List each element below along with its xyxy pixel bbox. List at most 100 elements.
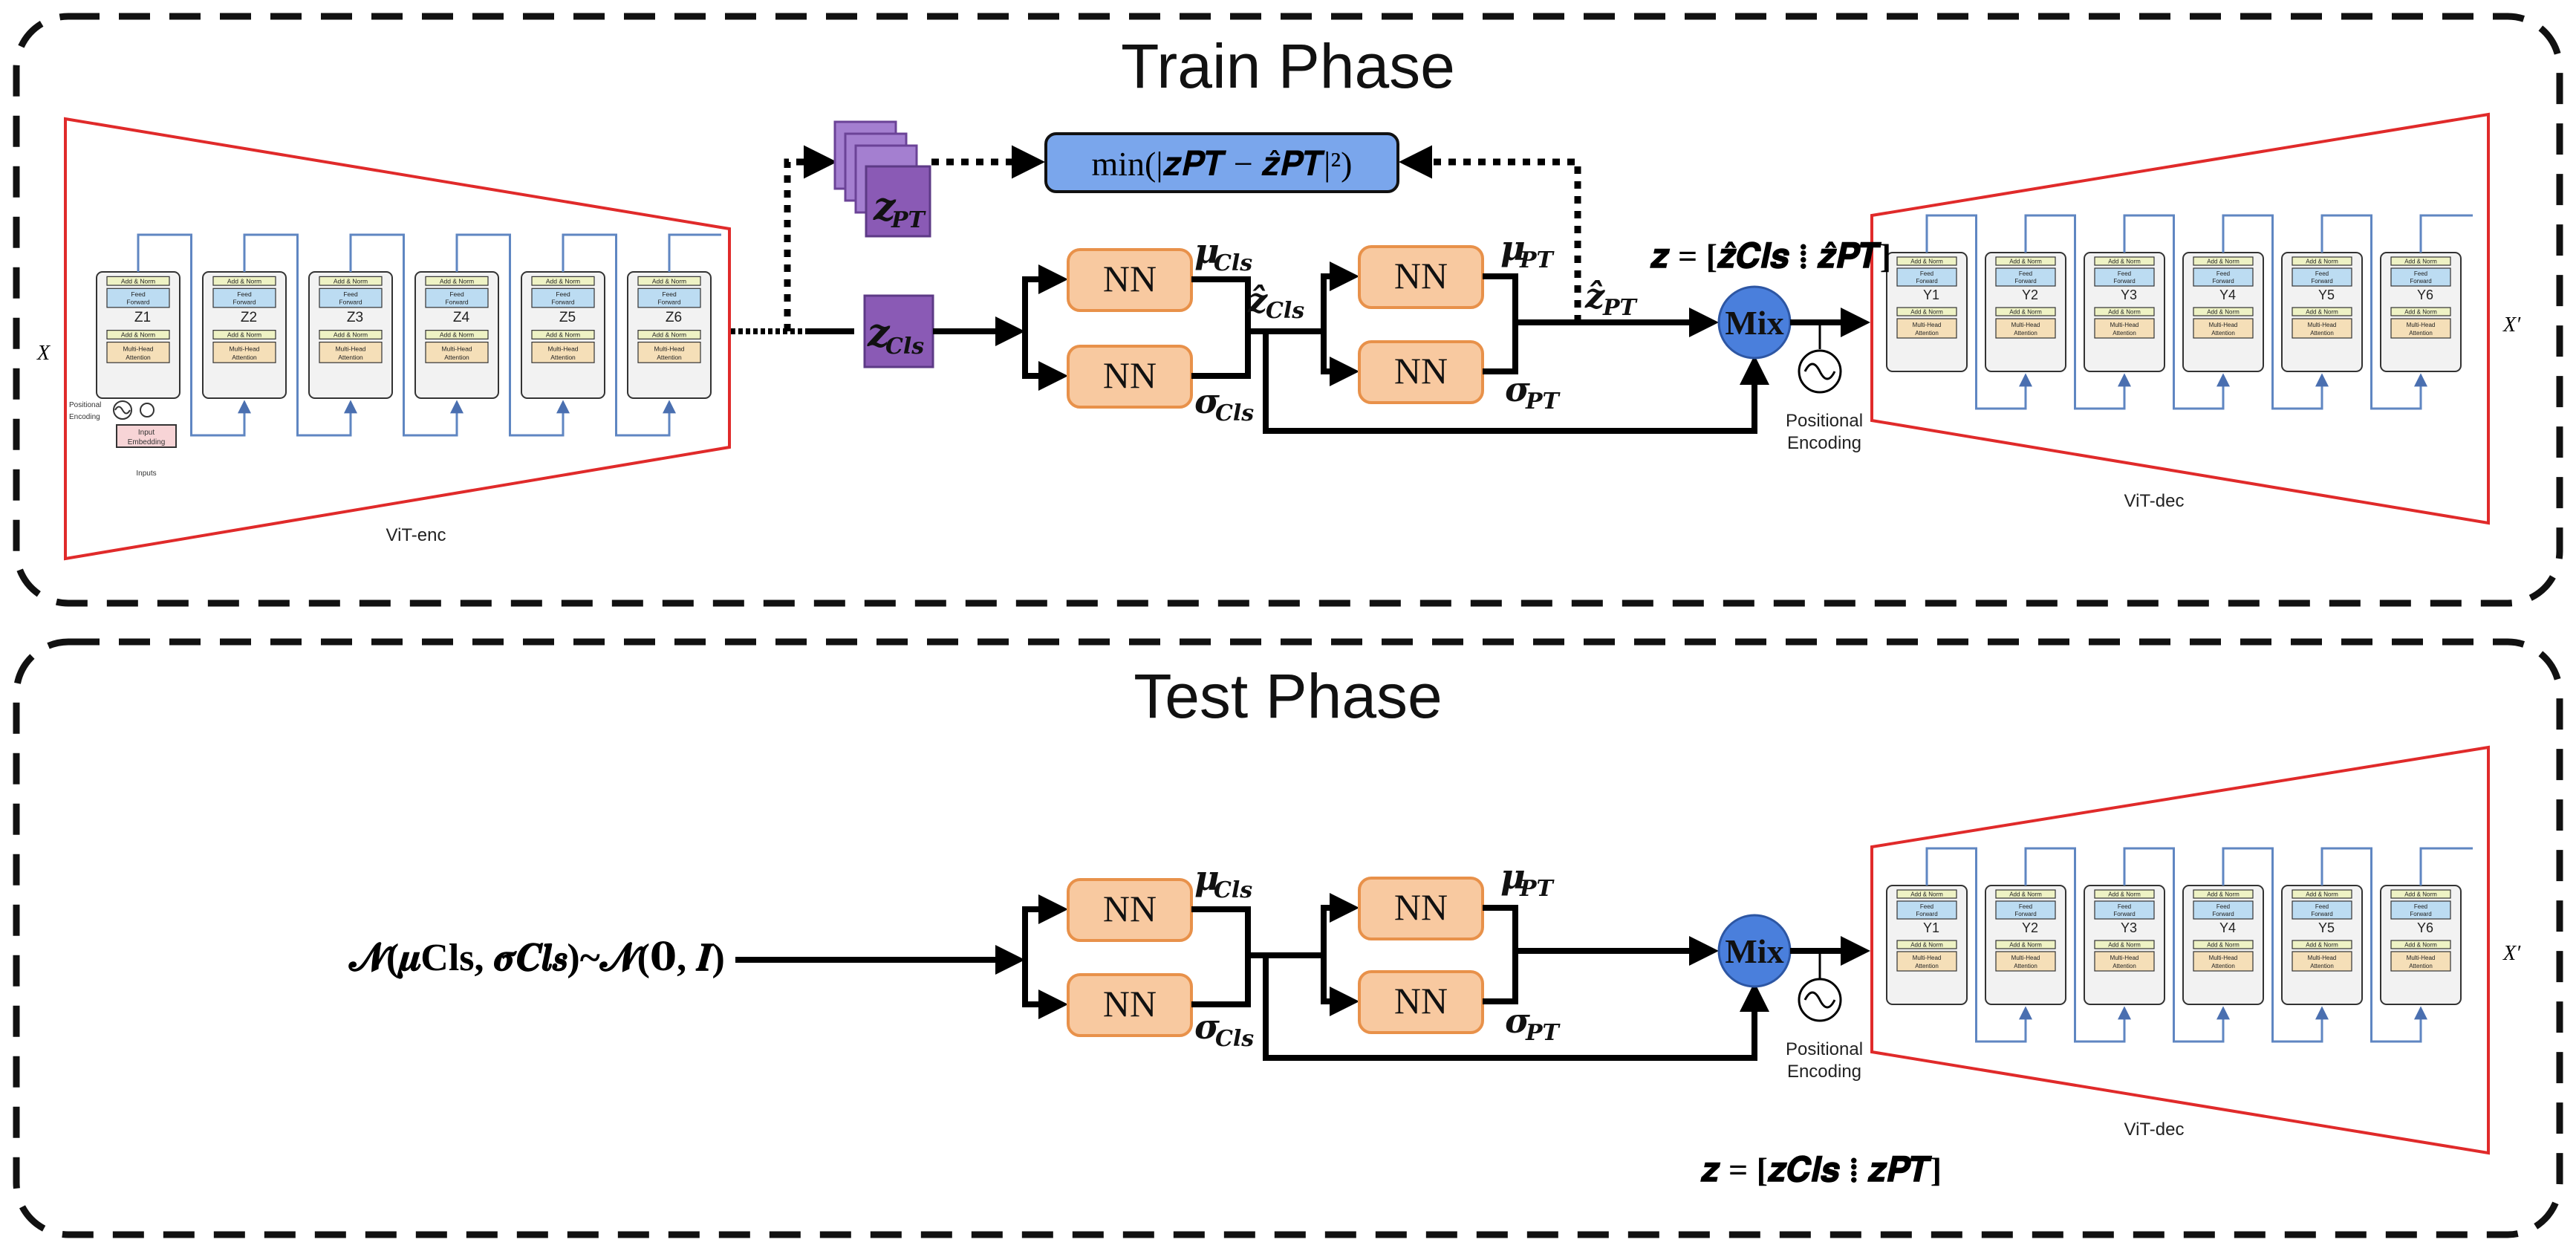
train-sigma-pt-sub: 𝑷𝑻	[1525, 389, 1561, 414]
test-sigma-cls-sub: 𝑪𝒍𝒔	[1215, 1027, 1254, 1051]
test-nn-sigma-cls: NN	[1067, 973, 1193, 1037]
test-nn-sigma-pt: NN	[1358, 970, 1484, 1034]
train-mu-pt: 𝝁	[1500, 230, 1526, 267]
svg-text:Mix: Mix	[1725, 932, 1783, 970]
test-dec-3-mha-label-1: Multi-Head	[2110, 955, 2139, 961]
svg-text:Positional: Positional	[1786, 1039, 1863, 1059]
enc-add-icon	[140, 403, 155, 417]
test-phase-title: Test Phase	[1133, 661, 1443, 731]
test-decoder-label: ViT-dec	[2124, 1120, 2185, 1140]
train-dec-6-addnorm-label: Add & Norm	[2404, 259, 2437, 265]
train-dec-3-mha-label-1: Multi-Head	[2110, 322, 2139, 328]
enc-3-mha-label-1: Multi-Head	[335, 345, 365, 352]
train-dec-skip-connection	[2123, 214, 2230, 410]
enc-6-addnorm-label: Add & Norm	[652, 277, 686, 285]
train-z-concat: 𝒛 = [𝒛̂𝑪𝒍𝒔 ⁞ 𝒛̂𝑷𝑻]	[1650, 237, 1891, 275]
train-dec-5-ff-label-2: Forward	[2311, 278, 2332, 285]
test-dec-6-ff-label-1: Feed	[2414, 903, 2427, 910]
enc-1-ff-label-2: Forward	[126, 299, 149, 306]
test-dec-5-ff-label-1: Feed	[2315, 903, 2329, 910]
enc-skip-connection	[137, 233, 251, 437]
train-dec-4-mha-label-1: Multi-Head	[2209, 322, 2238, 328]
test-z-concat: 𝒛 = [𝒛𝑪𝒍𝒔 ⁞ 𝒛𝑷𝑻]	[1700, 1151, 1942, 1189]
test-dec-2-addnorm2-label: Add & Norm	[2009, 942, 2042, 949]
test-sigma-cls: 𝝈	[1194, 1008, 1220, 1046]
test-dec-1-mha-label-2: Attention	[1915, 963, 1939, 969]
test-output-label: X′	[2502, 942, 2521, 965]
test-dec-5-addnorm-label: Add & Norm	[2306, 891, 2338, 898]
test-dec-4-addnorm2-label: Add & Norm	[2207, 942, 2240, 949]
enc-6-z-label: Z6	[666, 310, 682, 325]
train-dec-6-mha-label-1: Multi-Head	[2407, 322, 2436, 328]
z-cls-box: 𝒛 𝑪𝒍𝒔	[863, 294, 934, 368]
enc-4-addnorm2-label: Add & Norm	[440, 331, 474, 339]
enc-1-z-label: Z1	[134, 310, 151, 325]
test-dec-2-z-label: Y2	[2022, 920, 2038, 935]
encoder-label: ViT-enc	[386, 525, 446, 545]
z-cls-label: 𝒛	[867, 313, 891, 355]
test-dec-4-z-label: Y4	[2219, 920, 2236, 935]
test-dec-1-mha-label-1: Multi-Head	[1913, 955, 1942, 961]
train-dec-2-addnorm2-label: Add & Norm	[2009, 309, 2042, 316]
enc-6-ff-label-2: Forward	[657, 299, 680, 306]
test-dec-1-addnorm-label: Add & Norm	[1910, 891, 1943, 898]
enc-1-mha-label-1: Multi-Head	[123, 345, 153, 352]
svg-text:Positional: Positional	[1786, 411, 1863, 431]
train-decoder-label: ViT-dec	[2124, 491, 2185, 511]
test-dec-4-addnorm-label: Add & Norm	[2207, 891, 2240, 898]
test-prior-formula: 𝓝(𝝁Cls, 𝝈𝑪𝒍𝒔)~𝓝(𝟎, 𝑰)	[348, 937, 725, 980]
test-dec-2-ff-label-2: Forward	[2014, 911, 2036, 917]
enc-2-mha-label-1: Multi-Head	[229, 345, 259, 352]
svg-text:NN: NN	[1394, 350, 1448, 391]
enc-2-addnorm-label: Add & Norm	[227, 277, 261, 285]
enc-2-addnorm2-label: Add & Norm	[227, 331, 261, 339]
svg-text:NN: NN	[1394, 255, 1448, 296]
svg-text:Mix: Mix	[1725, 304, 1783, 342]
test-dec-6-addnorm-label: Add & Norm	[2404, 891, 2437, 898]
train-dec-6-ff-label-2: Forward	[2410, 278, 2431, 285]
test-mu-cls: 𝝁	[1194, 860, 1220, 897]
train-dec-3-mha-label-2: Attention	[2112, 330, 2136, 337]
test-positional-encoding: Positional Encoding	[1786, 951, 1863, 1082]
loss-box: min(|𝒛𝑷𝑻 − 𝒛̂𝑷𝑻|²)	[1044, 132, 1399, 193]
svg-text:Encoding: Encoding	[1787, 1062, 1861, 1082]
train-phase-panel	[13, 13, 2563, 607]
test-dec-3-ff-label-2: Forward	[2113, 911, 2135, 917]
test-dec-skip-connection	[2123, 847, 2230, 1043]
test-dec-2-mha-label-1: Multi-Head	[2011, 955, 2040, 961]
test-sigma-pt: 𝝈	[1505, 1002, 1530, 1040]
svg-text:Positional: Positional	[69, 401, 101, 409]
svg-text:NN: NN	[1394, 980, 1448, 1021]
train-dec-1-mha-label-1: Multi-Head	[1913, 322, 1942, 328]
test-dec-2-ff-label-1: Feed	[2019, 903, 2032, 910]
svg-text:NN: NN	[1103, 983, 1157, 1024]
train-dec-2-addnorm-label: Add & Norm	[2009, 259, 2042, 265]
train-dec-1-ff-label-1: Feed	[1920, 270, 1933, 277]
enc-2-mha-label-2: Attention	[232, 354, 257, 361]
enc-skip-connection	[562, 233, 676, 437]
train-dec-6-z-label: Y6	[2417, 287, 2433, 302]
test-dec-4-ff-label-1: Feed	[2216, 903, 2230, 910]
enc-3-z-label: Z3	[347, 310, 363, 325]
enc-3-ff-label-2: Forward	[339, 299, 362, 306]
z-pt-stack: 𝒛 𝑷𝑻	[833, 120, 931, 238]
test-dec-3-mha-label-2: Attention	[2112, 963, 2136, 969]
test-dec-6-z-label: Y6	[2417, 920, 2433, 935]
encoder-input-stack: Positional Encoding Input Embedding Inpu…	[69, 400, 177, 478]
enc-skip-connection	[349, 233, 464, 437]
train-dec-5-addnorm-label: Add & Norm	[2306, 259, 2338, 265]
train-nn-mu-cls: NN	[1067, 248, 1193, 312]
train-dec-4-ff-label-2: Forward	[2212, 278, 2234, 285]
test-dec-1-ff-label-2: Forward	[1916, 911, 1937, 917]
train-dec-4-ff-label-1: Feed	[2216, 270, 2230, 277]
train-dec-5-ff-label-1: Feed	[2315, 270, 2329, 277]
train-dec-1-addnorm2-label: Add & Norm	[1910, 309, 1943, 316]
enc-3-addnorm-label: Add & Norm	[334, 277, 368, 285]
encoder-trapezoid	[64, 117, 731, 561]
